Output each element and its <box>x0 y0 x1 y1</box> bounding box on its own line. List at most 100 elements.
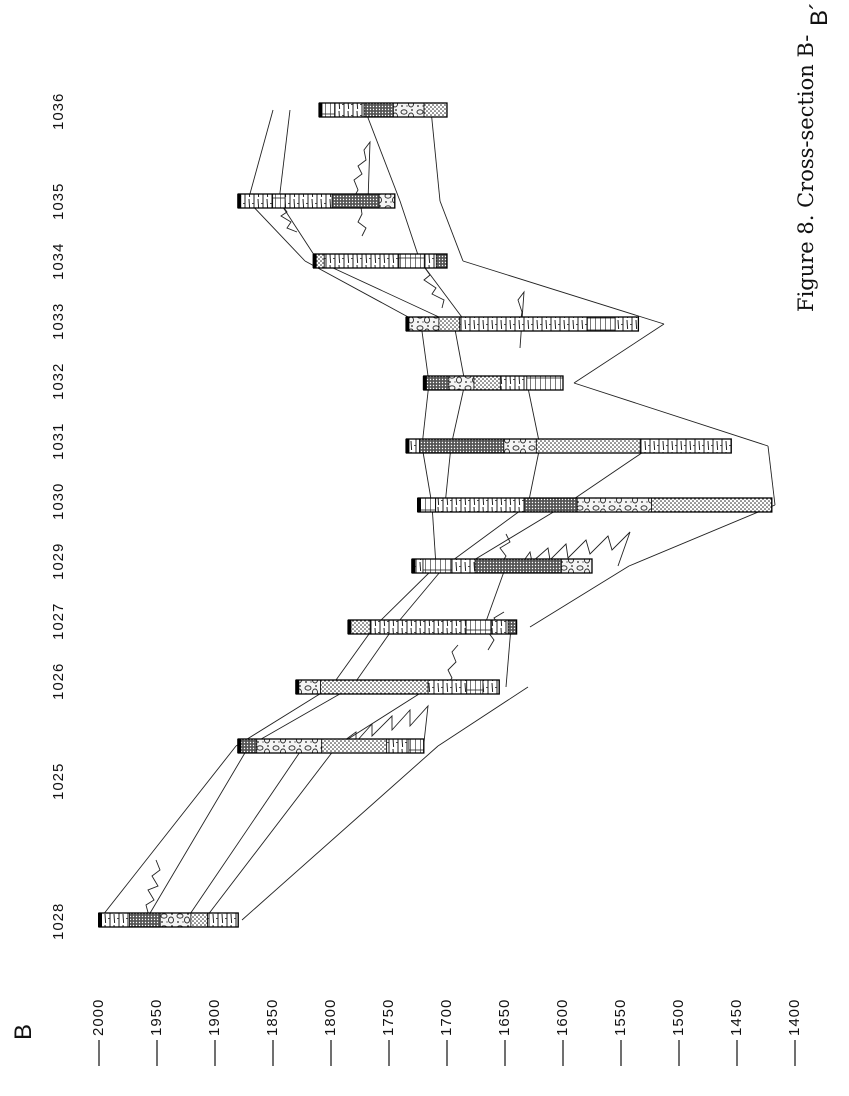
elevation-label: 2000 <box>90 998 107 1036</box>
well-columns <box>98 102 773 928</box>
well-column-1028 <box>98 912 239 928</box>
well-label: 1030 <box>50 483 67 520</box>
lithology-unit <box>408 738 425 754</box>
lithology-unit <box>405 316 440 332</box>
well-label: 1029 <box>50 543 67 580</box>
well-column-1035 <box>237 193 396 209</box>
lithology-unit <box>418 438 505 454</box>
lithology-unit <box>651 497 773 513</box>
well-column-1034 <box>312 253 448 269</box>
lithology-unit <box>272 193 286 209</box>
lithology-unit <box>438 316 461 332</box>
lithology-unit <box>423 375 450 391</box>
elevation-label: 1850 <box>264 998 281 1036</box>
section-end-label-b: B <box>10 1023 37 1040</box>
lithology-unit <box>639 438 732 454</box>
lithology-unit <box>576 497 652 513</box>
lithology-unit <box>347 619 371 635</box>
lithology-unit <box>386 738 410 754</box>
elevation-label: 1800 <box>322 998 339 1036</box>
well-column-1031 <box>405 438 732 454</box>
elevation-scale <box>98 1040 796 1066</box>
lithology-unit <box>459 316 588 332</box>
well-column-1036 <box>318 102 448 118</box>
lithology-unit <box>614 316 639 332</box>
lithology-unit <box>448 375 475 391</box>
lithology-unit <box>482 679 500 695</box>
well-labels: 1028 1025 1026 1027 1029 1030 1031 1032 1033 1034… <box>50 93 67 940</box>
lithology-unit <box>393 102 425 118</box>
lithology-unit <box>129 912 161 928</box>
lithology-unit <box>473 375 501 391</box>
elevation-label: 1550 <box>612 998 629 1036</box>
well-top-marker <box>347 620 352 634</box>
well-column-1030 <box>417 497 773 513</box>
lithology-unit <box>561 558 593 574</box>
lithology-unit <box>98 912 131 928</box>
lithology-unit <box>159 912 192 928</box>
well-label: 1033 <box>50 303 67 340</box>
lithology-unit <box>490 619 509 635</box>
lithology-unit <box>474 558 562 574</box>
elevation-label: 1900 <box>206 998 223 1036</box>
well-top-marker <box>405 317 410 331</box>
well-top-marker <box>312 254 317 268</box>
well-label: 1034 <box>50 243 67 280</box>
lithology-unit <box>190 912 208 928</box>
lithology-unit <box>465 619 492 635</box>
well-column-1027 <box>347 619 518 635</box>
section-end-label-b-prime: B´ <box>806 2 833 26</box>
well-label: 1025 <box>50 763 67 800</box>
elevation-label: 1750 <box>380 998 397 1036</box>
lithology-unit <box>435 253 448 269</box>
lithology-unit <box>378 193 396 209</box>
well-label: 1028 <box>50 903 67 940</box>
well-top-marker <box>318 103 323 117</box>
lithology-unit <box>422 558 453 574</box>
elevation-label: 1500 <box>670 998 687 1036</box>
well-label: 1032 <box>50 363 67 400</box>
well-top-marker <box>295 680 300 694</box>
lithology-unit <box>435 497 525 513</box>
lithology-unit <box>284 193 333 209</box>
lithology-unit <box>466 679 484 695</box>
lithology-unit <box>237 193 274 209</box>
well-top-marker <box>237 739 242 753</box>
well-label: 1035 <box>50 183 67 220</box>
lithology-unit <box>256 738 323 754</box>
lithology-unit <box>499 375 528 391</box>
well-column-1025 <box>237 738 425 754</box>
well-top-marker <box>417 498 421 512</box>
lithology-unit <box>331 193 380 209</box>
lithology-unit <box>423 102 448 118</box>
lithology-unit <box>507 619 518 635</box>
elevation-label: 1400 <box>786 998 803 1036</box>
lithology-unit <box>323 253 400 269</box>
well-top-marker <box>405 439 410 453</box>
well-top-marker <box>237 194 242 208</box>
well-column-1032 <box>422 375 564 391</box>
lithology-unit <box>363 102 394 118</box>
elevation-label: 1950 <box>148 998 165 1036</box>
well-top-marker <box>422 376 427 390</box>
lithology-unit <box>503 438 537 454</box>
well-label: 1031 <box>50 423 67 460</box>
lithology-unit <box>295 679 321 695</box>
lithology-unit <box>369 619 467 635</box>
well-column-1026 <box>295 679 500 695</box>
well-label: 1026 <box>50 663 67 700</box>
well-column-1033 <box>405 316 640 332</box>
well-top-marker <box>411 559 416 573</box>
lithology-unit <box>334 102 365 118</box>
lithology-unit <box>526 375 564 391</box>
well-label: 1027 <box>50 603 67 640</box>
lithology-unit <box>586 316 616 332</box>
lithology-unit <box>427 679 468 695</box>
lithology-unit <box>535 438 641 454</box>
lithology-unit <box>398 253 425 269</box>
well-column-1029 <box>411 558 593 574</box>
elevation-label: 1600 <box>554 998 571 1036</box>
well-top-marker <box>98 913 102 927</box>
elevation-label: 1450 <box>728 998 745 1036</box>
